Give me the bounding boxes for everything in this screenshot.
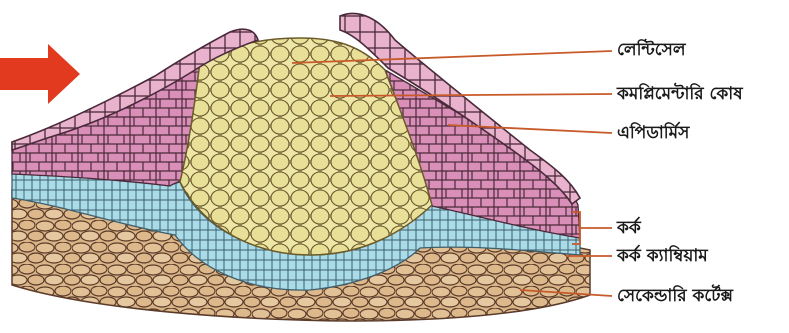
label-secondary-cortex: সেকেন্ডারি কর্টেক্স: [617, 286, 733, 306]
label-cork: কর্ক: [617, 218, 641, 238]
label-cork-cambium: কর্ক ক্যাম্বিয়াম: [617, 246, 708, 266]
red-arrow-icon: [0, 44, 80, 104]
label-complementary-cells: কমপ্লিমেন্টারি কোষ: [617, 84, 743, 104]
label-lenticel: লেন্টিসেল: [617, 40, 686, 60]
label-epidermis: এপিডার্মিস: [617, 123, 689, 143]
